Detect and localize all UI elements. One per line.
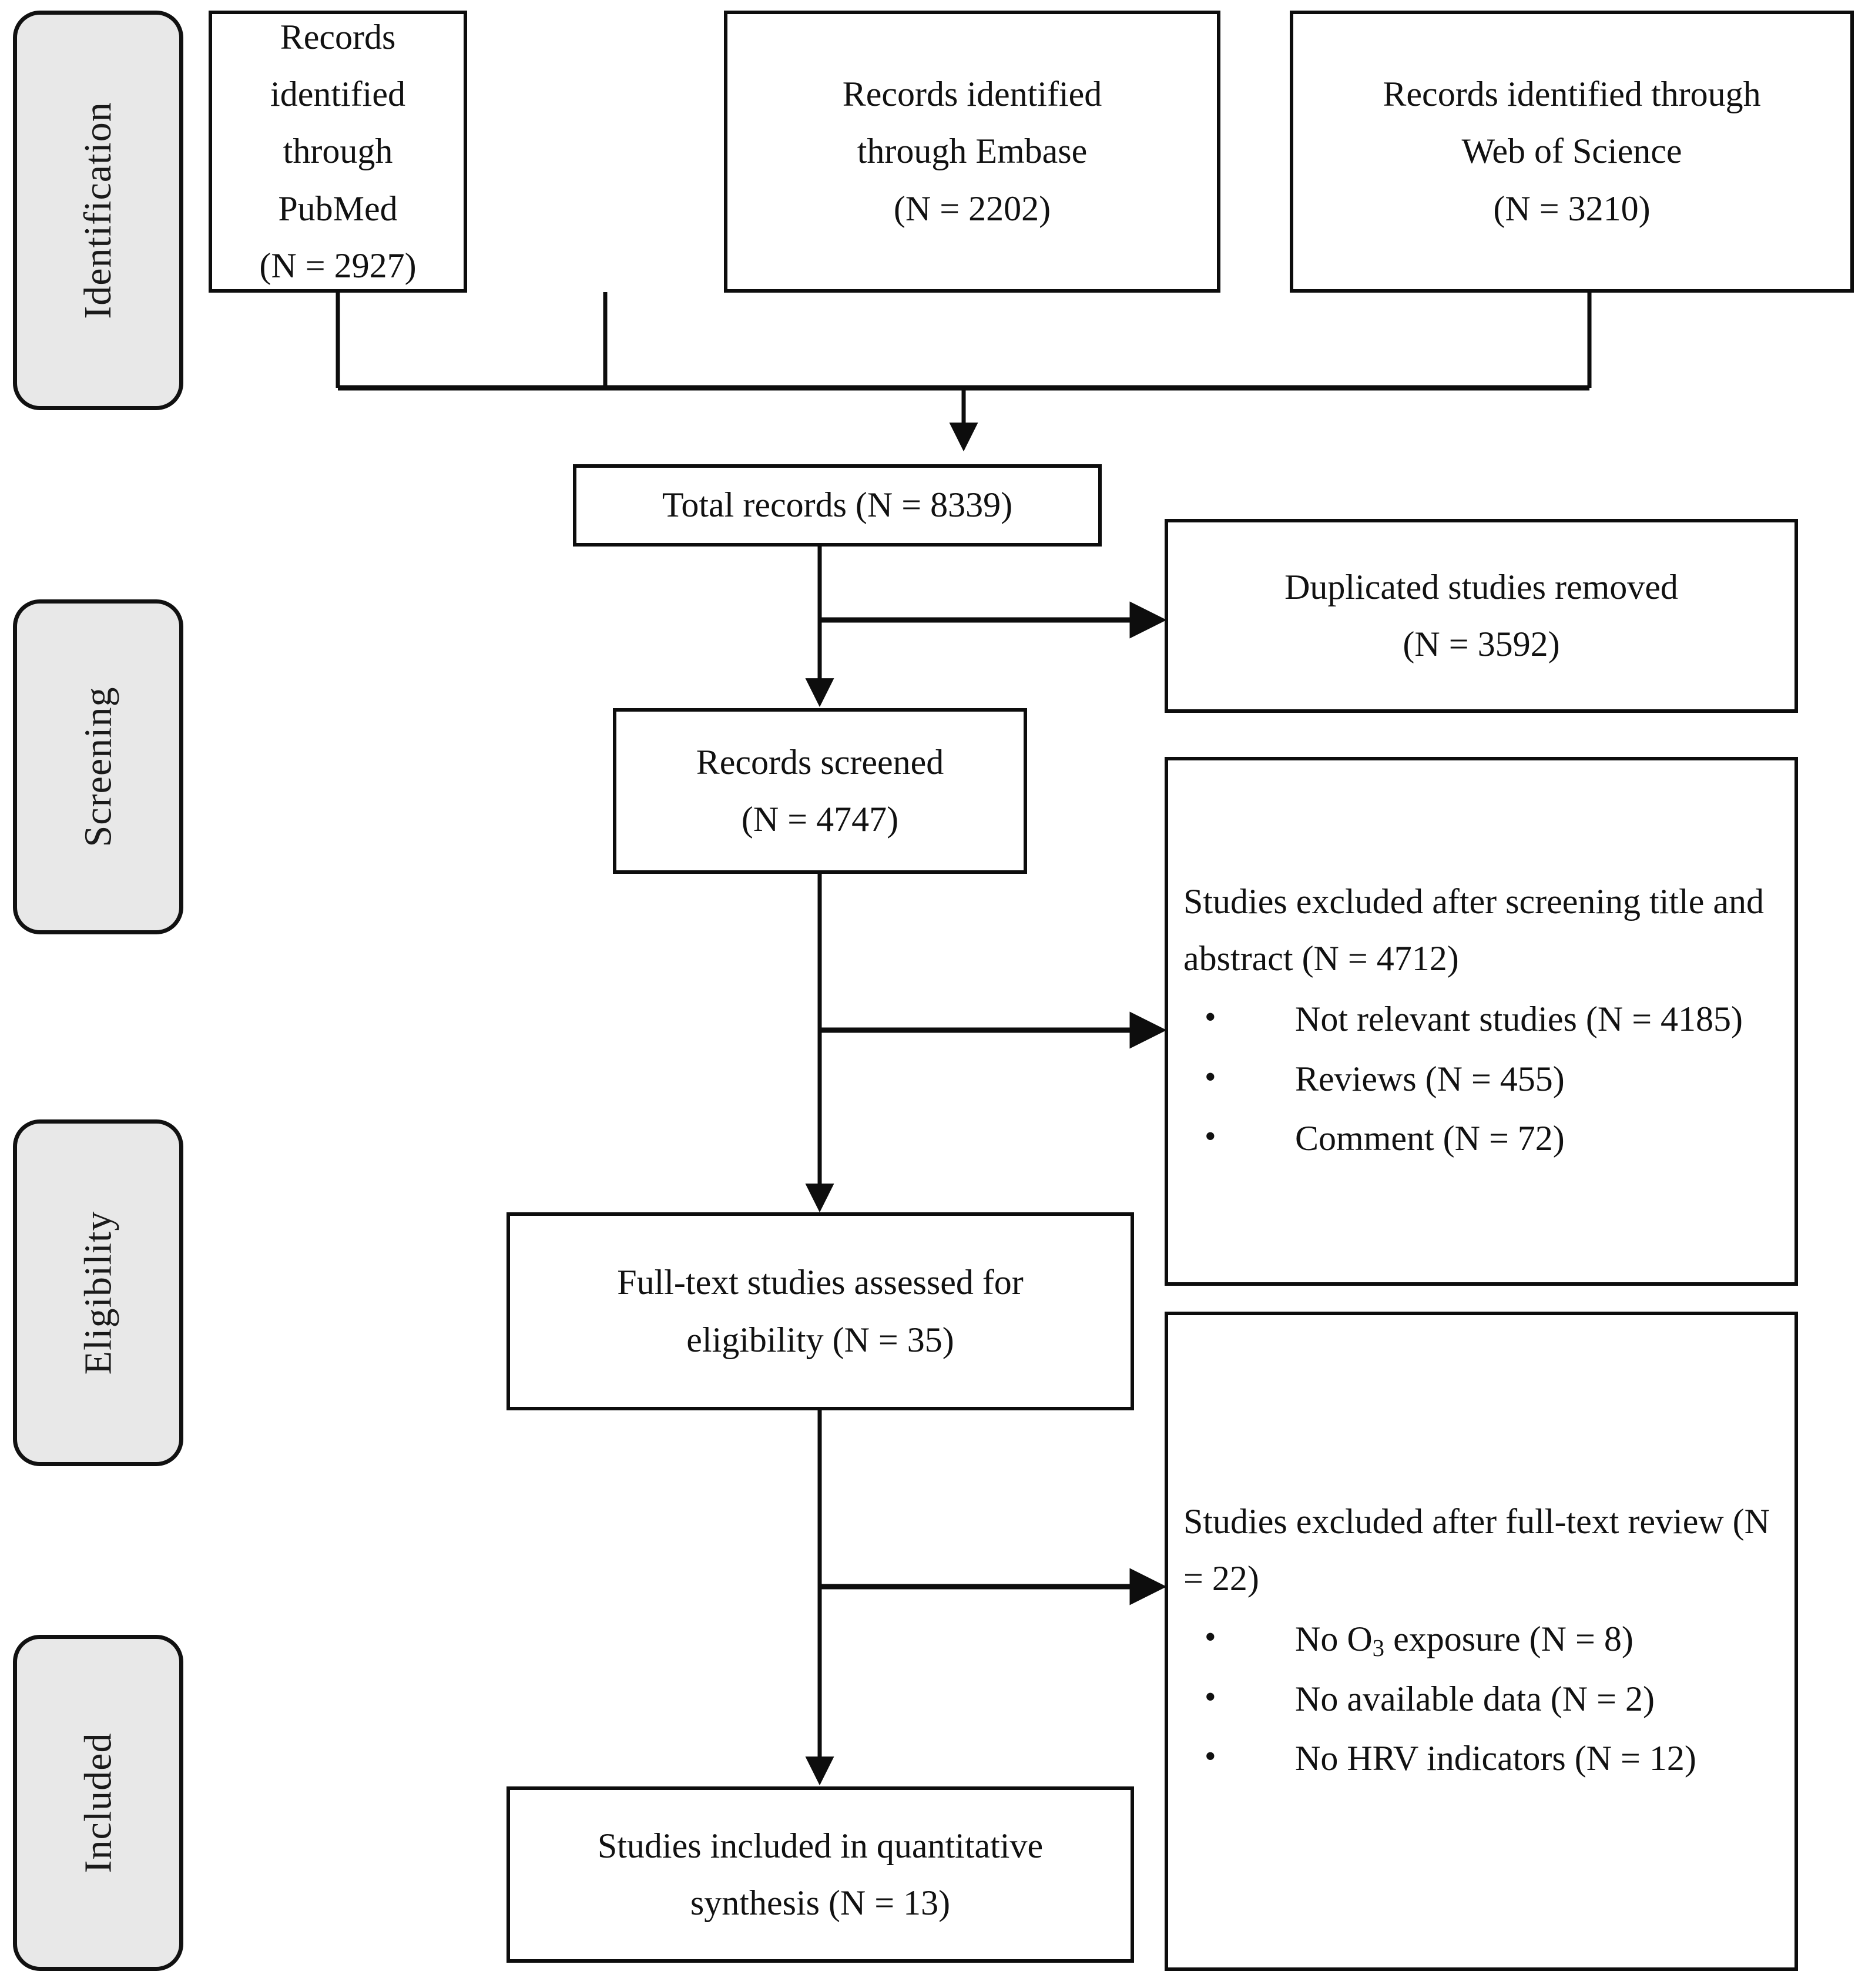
list-item-continuation: 12) <box>1649 1738 1696 1778</box>
list-item: • Not relevant studies (N = 4185) <box>1183 991 1779 1048</box>
heading-line-1: Studies excluded after full-text <box>1183 1502 1619 1541</box>
bullet-icon: • <box>1205 1619 1216 1656</box>
node-line-3: (N = 2927) <box>259 246 417 285</box>
bullet-icon: • <box>1205 999 1216 1036</box>
node-line-1: Records identified <box>270 18 405 114</box>
fulltext-excluded-list: • No O3 exposure (N = 8) • No available … <box>1183 1611 1779 1789</box>
stage-pill-included: Included <box>13 1635 183 1971</box>
node-line-1: Full-text studies assessed for <box>617 1263 1024 1302</box>
stage-label-identification: Identification <box>76 102 119 319</box>
node-line-2: through Embase <box>857 132 1088 171</box>
node-included-final: Studies included in quantitative synthes… <box>507 1786 1134 1963</box>
node-line-1: Duplicated studies removed <box>1284 567 1678 606</box>
list-item: • No O3 exposure (N = 8) <box>1183 1611 1779 1668</box>
stage-pill-screening: Screening <box>13 599 183 934</box>
node-line-1: Studies included in quantitative <box>597 1826 1044 1865</box>
node-fulltext-excluded: Studies excluded after full-text review … <box>1165 1312 1798 1971</box>
node-fulltext-assessed: Full-text studies assessed for eligibili… <box>507 1212 1134 1410</box>
node-line-2: (N = 3592) <box>1403 625 1560 663</box>
stage-pill-eligibility: Eligibility <box>13 1119 183 1466</box>
node-line-2: eligibility (N = 35) <box>686 1320 954 1359</box>
list-item-text-a: Not relevant studies (N = <box>1295 1000 1652 1039</box>
list-item: • No available data (N = 2) <box>1183 1671 1779 1728</box>
list-item-text-a: No O <box>1295 1620 1373 1659</box>
stage-pill-identification: Identification <box>13 11 183 410</box>
list-item: • No HRV indicators (N = 12) <box>1183 1730 1779 1787</box>
node-line-2: through PubMed <box>278 132 398 228</box>
node-duplicates-removed: Duplicated studies removed (N = 3592) <box>1165 519 1798 713</box>
node-line-1: Total records (N = 8339) <box>662 485 1013 525</box>
list-item: • Comment (N = 72) <box>1183 1110 1779 1167</box>
node-records-pubmed: Records identified through PubMed (N = 2… <box>209 11 467 293</box>
node-screening-excluded: Studies excluded after screening title a… <box>1165 757 1798 1286</box>
node-line-1: Records identified through <box>1383 75 1761 114</box>
screening-excluded-list: • Not relevant studies (N = 4185) • Revi… <box>1183 991 1779 1169</box>
node-line-2: Web of Science <box>1461 132 1682 171</box>
list-item-text-a: Reviews (N = 455) <box>1295 1059 1565 1098</box>
node-line-1: Records identified <box>842 75 1102 114</box>
subscript: 3 <box>1372 1635 1385 1662</box>
node-line-3: (N = 2202) <box>893 189 1051 228</box>
list-item-text-b: exposure (N = 8) <box>1384 1620 1634 1659</box>
bullet-icon: • <box>1205 1678 1216 1715</box>
heading-line-1: Studies excluded after screening <box>1183 882 1641 921</box>
list-item-text-a: No HRV indicators (N = <box>1295 1738 1641 1778</box>
node-records-screened: Records screened (N = 4747) <box>613 708 1027 874</box>
heading-line-2: title and abstract (N = 4712) <box>1183 882 1764 978</box>
node-line-2: (N = 4747) <box>741 800 899 839</box>
node-line-1: Records screened <box>696 742 944 782</box>
list-item-text-b: 4185) <box>1661 1000 1743 1039</box>
screening-excluded-heading: Studies excluded after screening title a… <box>1183 873 1779 987</box>
stage-label-included: Included <box>76 1732 119 1873</box>
bullet-icon: • <box>1205 1738 1216 1775</box>
node-records-embase: Records identified through Embase (N = 2… <box>724 11 1220 293</box>
list-item-text-a: No available data (N = 2) <box>1295 1679 1655 1718</box>
node-records-web-of-science: Records identified through Web of Scienc… <box>1290 11 1854 293</box>
stage-label-screening: Screening <box>76 686 119 847</box>
list-item: • Reviews (N = 455) <box>1183 1051 1779 1108</box>
node-line-2: synthesis (N = 13) <box>690 1883 951 1922</box>
stage-label-eligibility: Eligibility <box>76 1211 119 1375</box>
fulltext-excluded-heading: Studies excluded after full-text review … <box>1183 1493 1779 1607</box>
list-item-text-a: Comment (N = 72) <box>1295 1118 1565 1158</box>
bullet-icon: • <box>1205 1058 1216 1095</box>
node-line-3: (N = 3210) <box>1493 189 1651 228</box>
node-total-records: Total records (N = 8339) <box>573 464 1102 547</box>
heading-line-2: review (N = 22) <box>1183 1502 1770 1598</box>
bullet-icon: • <box>1205 1118 1216 1155</box>
